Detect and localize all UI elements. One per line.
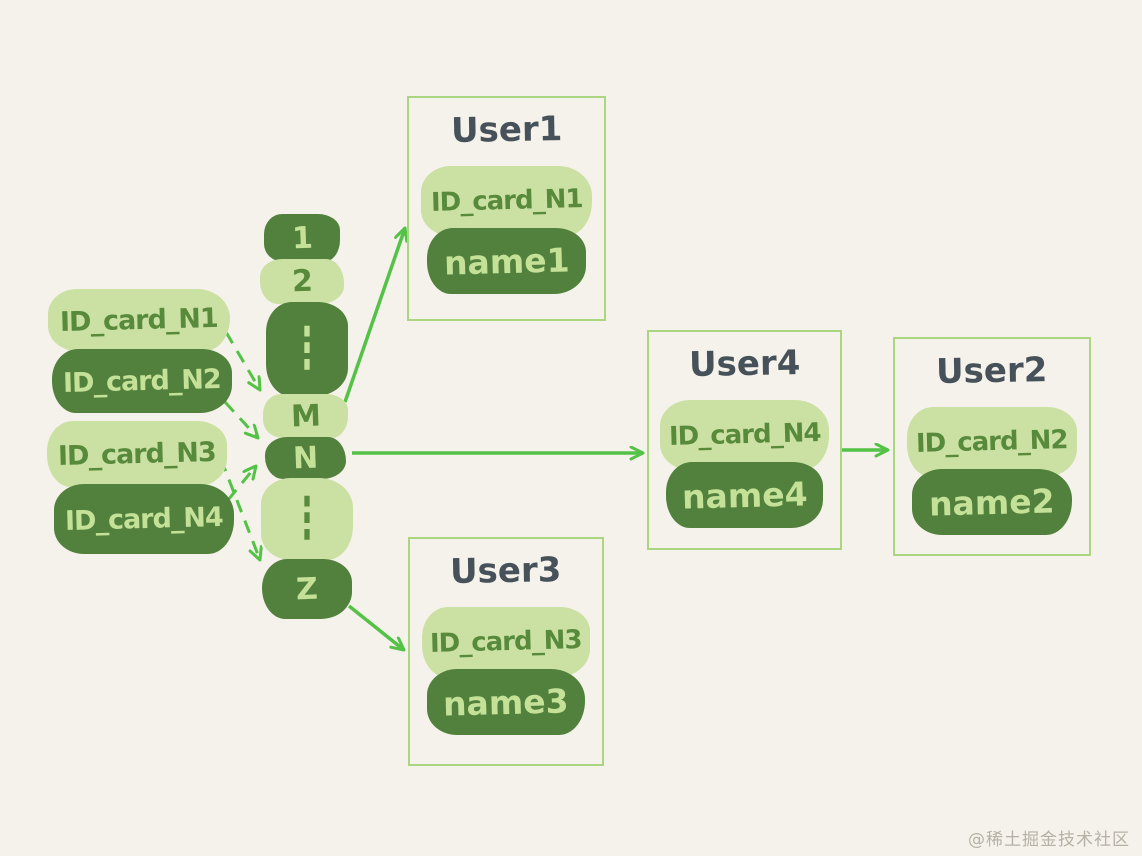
user3-idcard-pill: ID_card_N3 (421, 607, 591, 677)
id-card-n3-label: ID_card_N3 (57, 436, 217, 472)
hash-slot-n: N (265, 437, 346, 479)
user3-box: User3 ID_card_N3 name3 (408, 537, 604, 766)
id-card-n1-pill: ID_card_N1 (48, 289, 230, 351)
id-card-n2-pill: ID_card_N2 (52, 349, 232, 413)
solid-arrow-slot-m-to-user1 (343, 228, 405, 403)
user4-name-pill: name4 (666, 462, 823, 528)
user1-name-pill: name1 (426, 228, 587, 294)
dashed-arrow-idcard2-to-slot-n (223, 400, 258, 438)
user2-idcard-pill: ID_card_N2 (906, 407, 1078, 477)
user2-box: User2 ID_card_N2 name2 (893, 337, 1091, 556)
user3-title: User3 (449, 550, 563, 592)
id-card-n4-label: ID_card_N4 (64, 501, 224, 537)
solid-arrow-slot-z-to-user3 (347, 604, 404, 650)
user1-box: User1 ID_card_N1 name1 (407, 96, 606, 321)
user2-title: User2 (935, 350, 1049, 392)
id-card-n1-label: ID_card_N1 (59, 302, 219, 338)
dashed-arrow-idcard4-to-slot-n (226, 466, 256, 501)
dashed-arrow-idcard1-to-slot-m (224, 331, 260, 390)
hash-slot-ellipsis-lower: ⋮ (261, 478, 353, 560)
user1-title: User1 (450, 109, 563, 151)
hash-slot-z: Z (262, 559, 352, 619)
id-card-n4-pill: ID_card_N4 (54, 484, 234, 554)
hash-slot-ellipsis-upper: ⋮ (266, 302, 348, 396)
user4-box: User4 ID_card_N4 name4 (647, 330, 842, 550)
user4-title: User4 (688, 343, 801, 385)
user4-idcard-pill: ID_card_N4 (660, 400, 829, 470)
watermark: @稀土掘金技术社区 (968, 830, 1130, 850)
id-card-n3-pill: ID_card_N3 (47, 421, 227, 487)
id-card-n2-label: ID_card_N2 (62, 363, 222, 399)
hash-slot-m: M (263, 394, 348, 438)
dashed-arrow-idcard3-to-slot-z (219, 458, 260, 560)
user2-name-pill: name2 (912, 469, 1072, 535)
hash-slot-2: 2 (260, 259, 344, 304)
hash-slot-1: 1 (264, 214, 340, 262)
user3-name-pill: name3 (427, 669, 585, 735)
user1-idcard-pill: ID_card_N1 (420, 166, 593, 236)
